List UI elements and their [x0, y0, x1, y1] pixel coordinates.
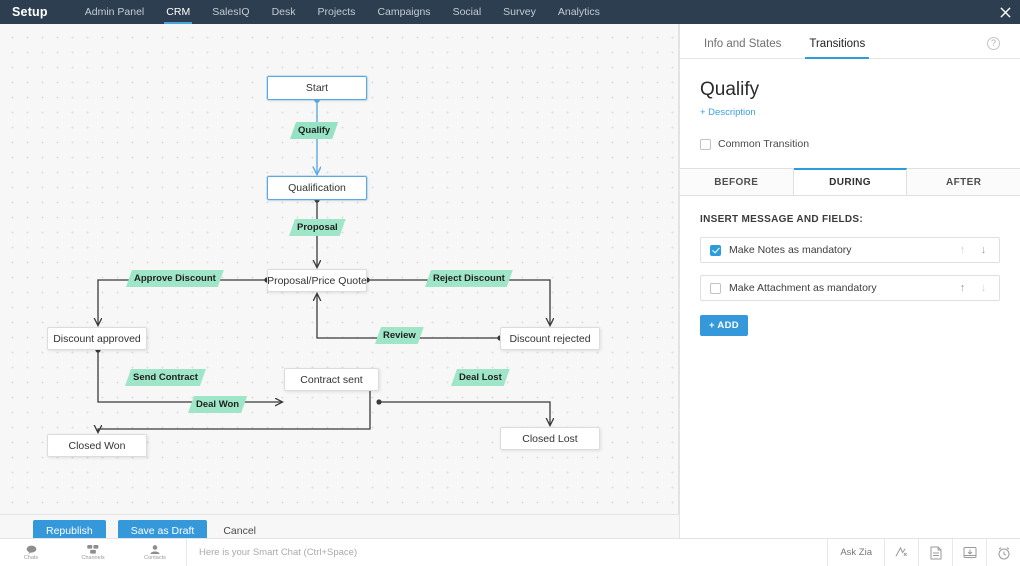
common-transition-checkbox[interactable]: [700, 138, 711, 150]
nav-item-admin-panel[interactable]: Admin Panel: [84, 6, 145, 18]
field-row-make-notes-mandatory[interactable]: Make Notes as mandatory ↑ ↓: [700, 237, 1000, 263]
page-title: Qualify: [700, 79, 760, 100]
make-attachment-mandatory-checkbox[interactable]: [710, 282, 721, 294]
flow-transition-send-contract[interactable]: Send Contract: [125, 369, 206, 386]
add-description-link[interactable]: + Description: [700, 107, 756, 118]
help-icon[interactable]: ?: [987, 37, 1000, 50]
common-transition-row[interactable]: Common Transition: [680, 120, 1020, 150]
chatbar-item-channels[interactable]: Channels: [62, 539, 124, 566]
flow-node-discount-rejected[interactable]: Discount rejected: [500, 327, 600, 350]
insert-message-and-fields-label: INSERT MESSAGE AND FIELDS:: [700, 214, 863, 225]
transition-details-panel: Info and States Transitions ? Qualify + …: [680, 24, 1020, 538]
panel-divider: [679, 24, 680, 538]
chatbar-label-chats: Chats: [23, 554, 39, 561]
flow-node-start[interactable]: Start: [267, 76, 367, 100]
panel-tabs: Info and States Transitions ?: [680, 24, 1020, 59]
flow-transition-deal-lost[interactable]: Deal Lost: [451, 369, 510, 386]
move-up-icon[interactable]: ↑: [959, 244, 966, 256]
common-transition-label: Common Transition: [718, 138, 810, 150]
chatbar-item-chats[interactable]: Chats: [0, 539, 62, 566]
nav-item-desk[interactable]: Desk: [271, 6, 296, 18]
move-down-icon[interactable]: ↓: [980, 282, 987, 294]
add-field-button[interactable]: + ADD: [700, 315, 748, 336]
flow-transition-qualify[interactable]: Qualify: [290, 122, 338, 139]
save-as-draft-button[interactable]: Save as Draft: [117, 520, 208, 542]
flow-node-discount-approved[interactable]: Discount approved: [47, 327, 147, 350]
flow-canvas[interactable]: Start Qualification Proposal/Price Quote…: [0, 24, 679, 514]
tab-info-and-states[interactable]: Info and States: [704, 38, 782, 50]
nav-item-projects[interactable]: Projects: [317, 6, 356, 18]
make-notes-mandatory-checkbox[interactable]: [710, 244, 721, 256]
flow-node-closed-won[interactable]: Closed Won: [47, 434, 147, 457]
segment-after[interactable]: AFTER: [907, 169, 1020, 195]
segment-during[interactable]: DURING: [793, 168, 908, 195]
setup-brand-label: Setup: [12, 5, 48, 19]
nav-item-crm[interactable]: CRM: [155, 0, 201, 24]
chatbar-label-channels: Channels: [81, 554, 105, 561]
close-icon[interactable]: [990, 0, 1020, 24]
flow-node-proposal-price-quote[interactable]: Proposal/Price Quote: [267, 269, 367, 292]
nav-item-campaigns[interactable]: Campaigns: [377, 6, 431, 18]
flow-transition-approve-discount[interactable]: Approve Discount: [126, 270, 224, 287]
segment-before[interactable]: BEFORE: [680, 169, 794, 195]
top-nav-items: Admin Panel CRM SalesIQ Desk Projects Ca…: [74, 0, 611, 24]
republish-button[interactable]: Republish: [33, 520, 106, 542]
ask-zia-button[interactable]: Ask Zia: [827, 538, 884, 566]
nav-item-analytics[interactable]: Analytics: [557, 6, 600, 18]
channels-icon: [87, 544, 99, 554]
flow-node-qualification[interactable]: Qualification: [267, 176, 367, 200]
smart-chat-bar: Chats Channels Contacts Here is your Sma…: [0, 538, 1020, 566]
cancel-button[interactable]: Cancel: [223, 525, 257, 537]
nav-item-social[interactable]: Social: [452, 6, 482, 18]
nav-item-salesiq[interactable]: SalesIQ: [212, 6, 250, 18]
contact-person-icon: [150, 544, 160, 554]
zia-icon[interactable]: [884, 538, 918, 566]
move-up-icon[interactable]: ↑: [959, 282, 966, 294]
flow-transition-review[interactable]: Review: [375, 327, 424, 344]
top-navigation-bar: Setup Admin Panel CRM SalesIQ Desk Proje…: [0, 0, 1020, 24]
tab-transitions[interactable]: Transitions: [805, 38, 870, 59]
chatbar-label-contacts: Contacts: [144, 554, 166, 561]
field-row-make-attachment-mandatory[interactable]: Make Attachment as mandatory ↑ ↓: [700, 275, 1000, 301]
make-attachment-mandatory-label: Make Attachment as mandatory: [729, 282, 877, 294]
chat-bubble-icon: [26, 545, 37, 554]
make-notes-mandatory-label: Make Notes as mandatory: [729, 244, 852, 256]
flow-node-contract-sent[interactable]: Contract sent: [284, 368, 379, 391]
move-down-icon[interactable]: ↓: [980, 244, 987, 256]
flow-transition-proposal[interactable]: Proposal: [289, 219, 346, 236]
document-icon[interactable]: [918, 538, 952, 566]
inbox-download-icon[interactable]: [952, 538, 986, 566]
nav-item-survey[interactable]: Survey: [503, 6, 536, 18]
smart-chat-input[interactable]: Here is your Smart Chat (Ctrl+Space): [186, 538, 827, 566]
flow-transition-deal-won[interactable]: Deal Won: [188, 396, 247, 413]
alarm-clock-icon[interactable]: [986, 538, 1020, 566]
flow-transition-reject-discount[interactable]: Reject Discount: [425, 270, 513, 287]
flow-node-closed-lost[interactable]: Closed Lost: [500, 427, 600, 450]
phase-segment-tabs: BEFORE DURING AFTER: [680, 168, 1020, 196]
chatbar-item-contacts[interactable]: Contacts: [124, 539, 186, 566]
